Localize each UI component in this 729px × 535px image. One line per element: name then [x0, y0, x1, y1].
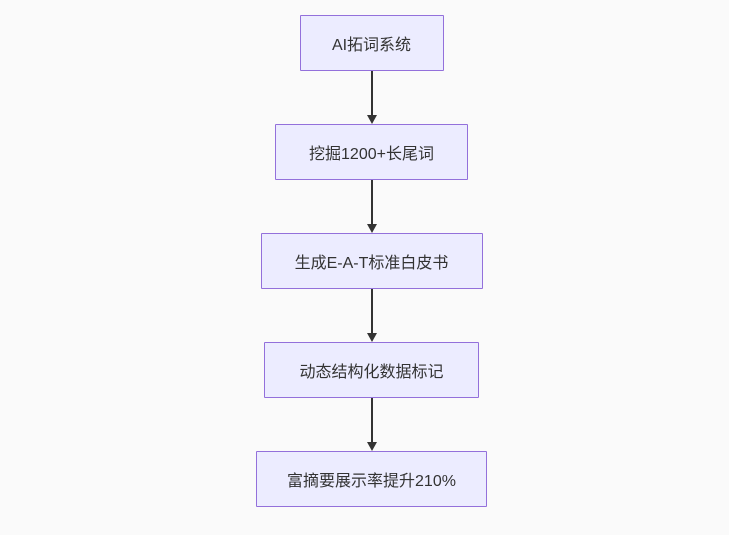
arrowhead-down-icon	[366, 333, 377, 342]
edge-line	[370, 398, 373, 442]
arrowhead-down-icon	[366, 224, 377, 233]
flow-node-longtail-mining: 挖掘1200+长尾词	[275, 124, 468, 180]
edge-line	[370, 180, 373, 224]
flow-edge-4	[366, 398, 377, 451]
edge-line	[370, 71, 373, 115]
flow-node-ai-expansion-system: AI拓词系统	[299, 15, 444, 71]
flow-node-eat-whitepaper: 生成E-A-T标准白皮书	[260, 233, 483, 289]
flow-node-rich-snippet-result: 富摘要展示率提升210%	[256, 451, 487, 507]
edge-line	[370, 289, 373, 333]
arrowhead-down-icon	[366, 442, 377, 451]
arrowhead-down-icon	[366, 115, 377, 124]
flow-node-structured-data-markup: 动态结构化数据标记	[264, 342, 479, 398]
flowchart-diagram: AI拓词系统 挖掘1200+长尾词 生成E-A-T标准白皮书 动态结构化数据标记…	[256, 15, 487, 507]
flow-edge-1	[366, 71, 377, 124]
flow-edge-2	[366, 180, 377, 233]
flow-edge-3	[366, 289, 377, 342]
